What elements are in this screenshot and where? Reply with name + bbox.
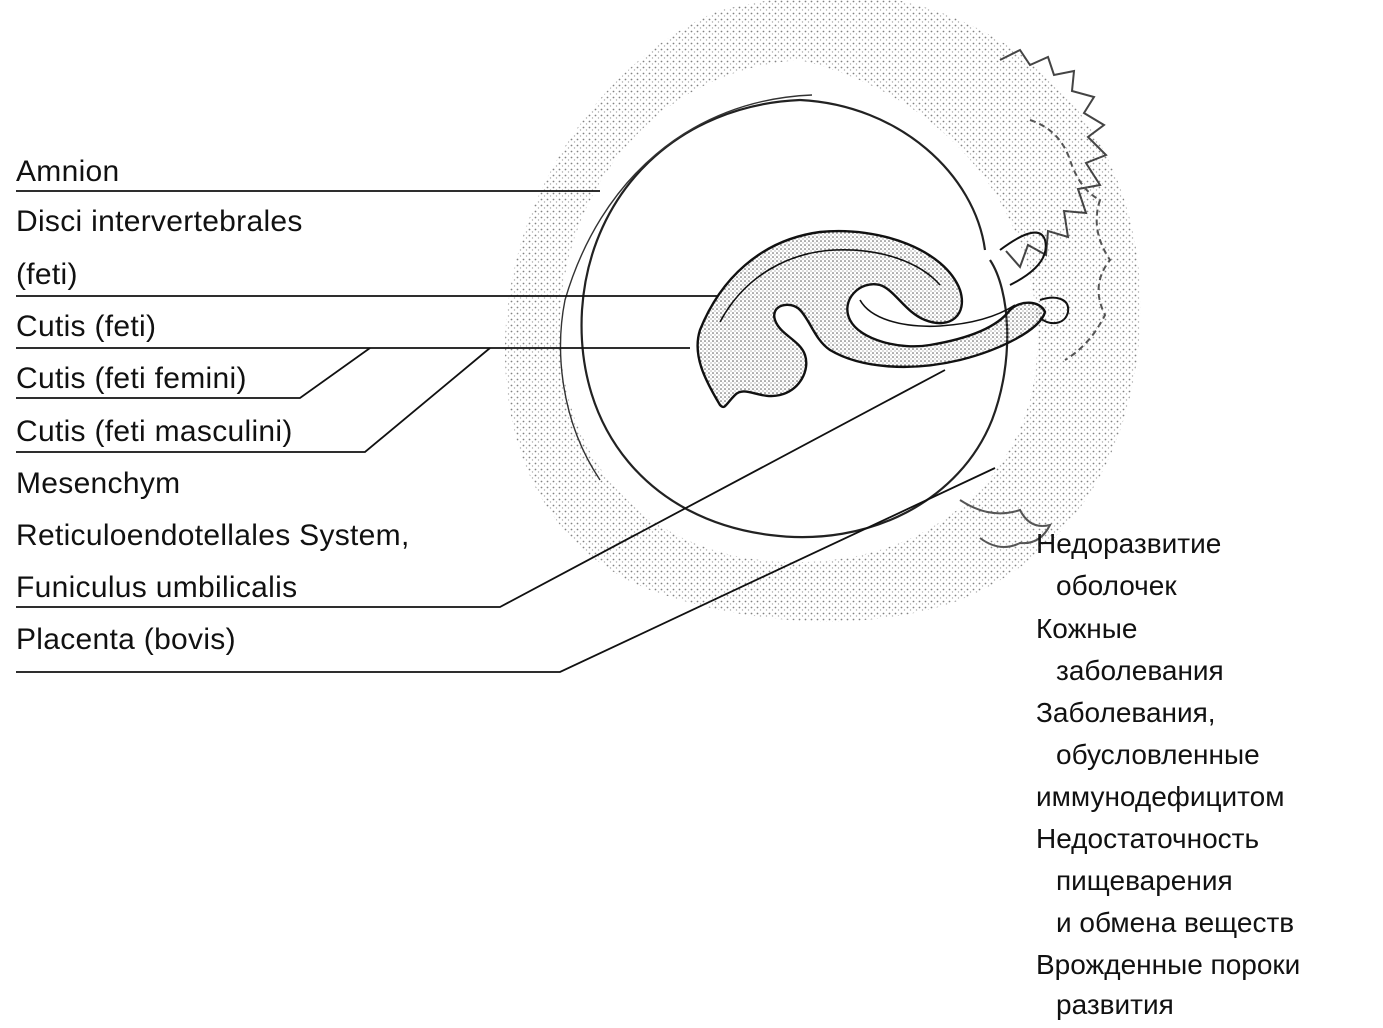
label-disci-feti: (feti) [16,258,78,292]
label-nedostatochnost: Недостаточность [1036,823,1259,855]
label-obuslovlennye: обусловленные [1056,739,1260,771]
label-pishchevareniya: пищеварения [1056,865,1233,897]
label-razvitiya: развития [1056,989,1174,1021]
label-zabolevaniya: заболевания [1056,655,1224,687]
label-immunodeficit: иммунодефицитом [1036,781,1284,813]
label-cutis-feti-masculini: Cutis (feti masculini) [16,415,293,449]
label-obmena-veshchestv: и обмена веществ [1056,907,1294,939]
label-cutis-feti-femini: Cutis (feti femini) [16,362,247,396]
label-kozhnye: Кожные [1036,613,1137,645]
label-reticuloendotellales: Reticuloendotellales System, [16,519,410,553]
label-amnion: Amnion [16,155,120,189]
label-nedorazvitie: Недоразвитие [1036,528,1221,560]
label-funiculus-umbilicalis: Funiculus umbilicalis [16,571,297,605]
label-placenta-bovis: Placenta (bovis) [16,623,236,657]
label-disci-intervertebrales: Disci intervertebrales [16,205,303,239]
label-vrozhdennye-poroki: Врожденные пороки [1036,949,1300,981]
label-obolochek: оболочек [1056,570,1177,602]
label-zabolevaniya-2: Заболевания, [1036,697,1216,729]
label-cutis-feti: Cutis (feti) [16,310,156,344]
label-mesenchym: Mesenchym [16,467,180,501]
